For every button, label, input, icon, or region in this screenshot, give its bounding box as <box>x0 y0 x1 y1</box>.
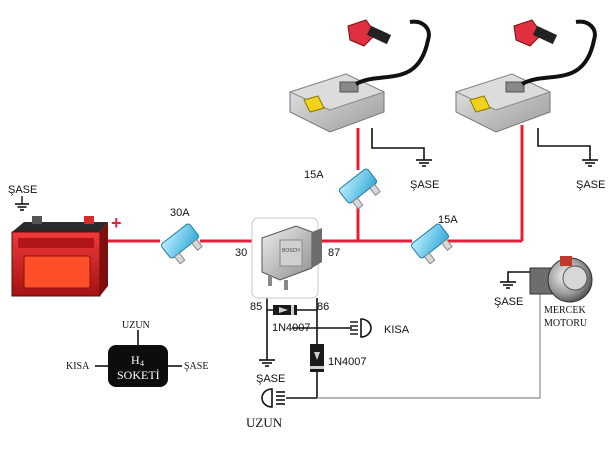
ground-symbol-icon <box>15 196 29 211</box>
socket-right-label: ŞASE <box>184 361 208 372</box>
diode-icon <box>273 305 297 315</box>
battery-plus-label: + <box>111 213 122 233</box>
fuse-ballast-label: 15A <box>304 169 324 181</box>
fuse-main-label: 30A <box>170 207 190 219</box>
blade-fuse-icon <box>160 223 203 265</box>
ground-symbol-icon <box>416 159 432 167</box>
projector-lens-motor-icon <box>529 256 593 303</box>
socket-title-sub: 4 <box>140 359 144 368</box>
blade-fuse-icon <box>410 223 453 265</box>
fuse-motor-label: 15A <box>438 214 458 226</box>
ballast2-ground-wire <box>537 128 591 160</box>
relay-pin85-label: 85 <box>250 301 262 313</box>
motor-ground-wire <box>507 271 540 282</box>
blade-fuse-icon <box>338 168 381 210</box>
relay-ground-label: ŞASE <box>256 373 285 385</box>
socket-title-word: SOKETİ <box>117 368 160 382</box>
relay-pin30-label: 30 <box>235 247 247 259</box>
h4-socket-icon <box>108 345 168 387</box>
xenon-ballast-icon <box>288 19 431 133</box>
diode1-label: 1N4007 <box>272 322 311 334</box>
car-battery-icon <box>11 216 108 297</box>
relay-face-text: BOSCH <box>282 248 300 254</box>
automotive-relay-icon: BOSCH <box>251 217 322 299</box>
xenon-ballast-icon <box>454 19 597 133</box>
socket-title-h: H <box>131 353 140 367</box>
ground-symbol-icon <box>259 359 275 367</box>
positive-wires <box>108 125 524 243</box>
ground-symbol-icon <box>582 159 598 167</box>
kisa-lamp-label: KISA <box>384 324 410 336</box>
battery-ground-label: ŞASE <box>8 184 37 196</box>
diode-icon <box>310 344 324 372</box>
uzun-lamp-label: UZUN <box>246 415 283 430</box>
motor-name-line2: MOTORU <box>544 318 588 329</box>
headlamp-icon <box>261 388 285 408</box>
ballast1-ground-wire <box>371 128 425 160</box>
headlamp-icon <box>350 318 372 338</box>
motor-name-line1: MERCEK <box>544 305 586 316</box>
socket-top-label: UZUN <box>122 320 150 331</box>
motor-signal-wire <box>317 288 541 399</box>
ground-symbol-icon <box>500 281 516 289</box>
socket-left-label: KISA <box>66 361 90 372</box>
relay-pin86-label: 86 <box>317 301 329 313</box>
diode2-label: 1N4007 <box>328 356 367 368</box>
ballast2-ground-label: ŞASE <box>576 179 605 191</box>
ballast1-ground-label: ŞASE <box>410 179 439 191</box>
motor-ground-label: ŞASE <box>494 296 523 308</box>
relay-pin87-label: 87 <box>328 247 340 259</box>
